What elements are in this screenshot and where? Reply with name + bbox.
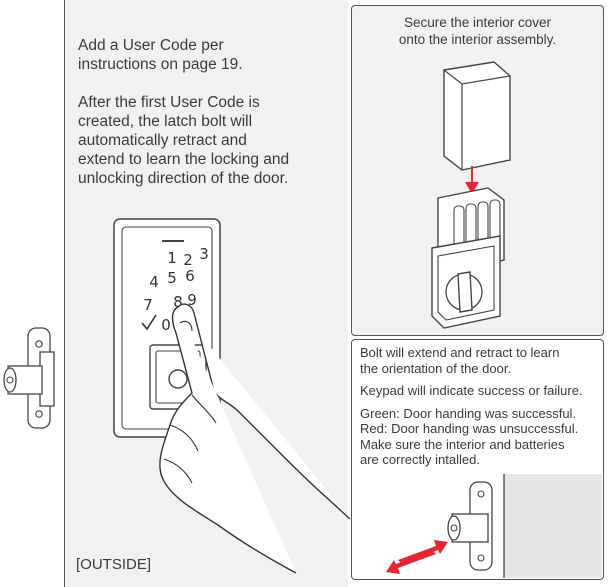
door-edge (0, 0, 64, 587)
keypad-illustration: 1 2 3 4 5 6 7 8 9 0 (113, 218, 351, 574)
outside-label: [OUTSIDE] (76, 556, 152, 573)
bolt-extend-illustration (386, 474, 602, 578)
keypad-note: Keypad will indicate success or failure. (360, 383, 583, 398)
green-status: Green: Door handing was successful. (360, 405, 577, 421)
interior-cover-caption: Secure the interior cover onto the inter… (352, 14, 603, 48)
instructions-text: Add a User Code per instructions on page… (78, 36, 343, 207)
instruction-line: unlocking direction of the door. (78, 170, 289, 187)
key-6: 6 (185, 267, 195, 285)
instruction-line: extend to learn the locking and (78, 151, 290, 168)
lock-icon (168, 369, 188, 389)
key-8: 8 (173, 293, 183, 311)
caption-line: the orientation of the door. (360, 360, 512, 376)
instruction-line: Add a User Code per (78, 37, 224, 54)
interior-assembly-illustration (431, 61, 511, 329)
latch-illustration-left (3, 327, 55, 429)
instruction-line: After the first User Code is (78, 94, 260, 111)
key-7: 7 (143, 296, 153, 314)
instruction-line: automatically retract and (78, 132, 247, 149)
key-9: 9 (187, 291, 197, 309)
caption-line: onto the interior assembly. (398, 32, 557, 47)
arrow-icon (398, 540, 448, 564)
instruction-line: instructions on page 19. (78, 56, 243, 73)
advice-line: Make sure the interior and batteries (360, 436, 565, 452)
checkmark-icon (141, 314, 157, 331)
key-4: 4 (149, 273, 159, 291)
key-1: 1 (167, 249, 177, 267)
arrow-icon (465, 182, 479, 194)
key-0: 0 (161, 316, 171, 334)
key-2: 2 (183, 251, 193, 269)
instruction-line: created, the latch bolt will (78, 113, 253, 130)
key-5: 5 (167, 269, 177, 287)
bolt-status-caption: Bolt will extend and retract to learn th… (360, 345, 600, 475)
arrow-icon (386, 550, 436, 574)
caption-line: Bolt will extend and retract to learn (360, 345, 560, 360)
red-status: Red: Door handing was unsuccessful. (360, 421, 579, 436)
advice-line: are correctly intalled. (360, 452, 480, 467)
key-3: 3 (199, 245, 209, 263)
caption-line: Secure the interior cover (403, 15, 552, 30)
